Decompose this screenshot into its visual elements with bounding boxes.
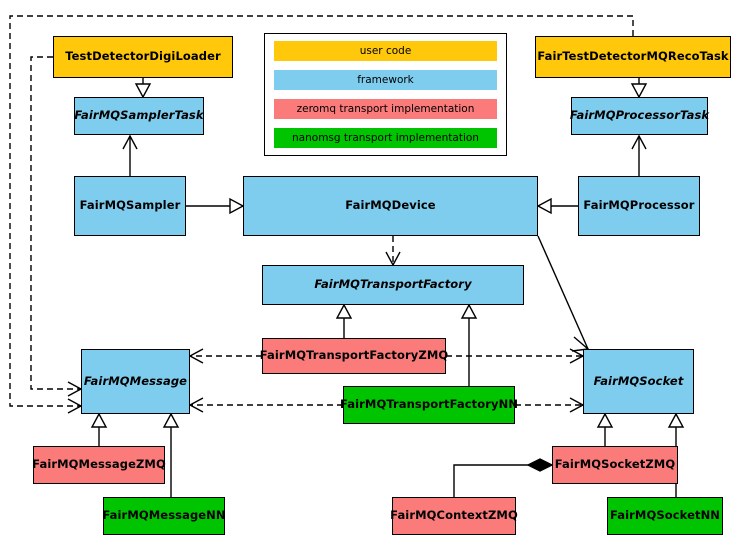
node-fairtestdetectormqrecotask[interactable]: FairTestDetectorMQRecoTask xyxy=(535,36,731,78)
node-fairmqmessagezmq[interactable]: FairMQMessageZMQ xyxy=(32,446,166,484)
node-fairmqsampler[interactable]: FairMQSampler xyxy=(74,176,186,236)
node-fairmqmessagenn[interactable]: FairMQMessageNN xyxy=(102,497,226,535)
edge-transportfactoryzmq-message xyxy=(188,348,262,364)
edge-transportfactoryzmq-socket xyxy=(446,348,585,364)
node-fairmqtransportfactoryzmq[interactable]: FairMQTransportFactoryZMQ xyxy=(260,338,448,374)
edge-contextzmq-socketzmq xyxy=(453,458,554,497)
edge-processor-device xyxy=(536,197,578,215)
legend-item-zeromq: zeromq transport implementation xyxy=(274,99,497,119)
node-fairmqsamplertask[interactable]: FairMQSamplerTask xyxy=(74,97,204,135)
legend-item-nanomsg: nanomsg transport implementation xyxy=(274,128,497,148)
edge-transportfactoryzmq-transportfactory xyxy=(335,303,353,338)
edge-sampler-device xyxy=(186,197,245,215)
edge-messagenn-message xyxy=(162,412,180,497)
legend: user code framework zeromq transport imp… xyxy=(264,33,507,156)
edge-device-socket xyxy=(537,235,590,352)
edge-messagezmq-message xyxy=(90,412,108,446)
edge-transportfactorynn-socket xyxy=(515,397,585,413)
node-fairmqprocessortask[interactable]: FairMQProcessorTask xyxy=(570,97,709,135)
node-fairmqsocket[interactable]: FairMQSocket xyxy=(583,349,694,414)
edge-transportfactorynn-transportfactory xyxy=(460,303,478,386)
node-fairmqdevice[interactable]: FairMQDevice xyxy=(243,176,538,236)
node-fairmqtransportfactory[interactable]: FairMQTransportFactory xyxy=(262,265,524,305)
edge-processor-processortask xyxy=(631,134,647,176)
edge-socketzmq-socket xyxy=(596,412,614,446)
node-fairmqprocessor[interactable]: FairMQProcessor xyxy=(578,176,700,236)
legend-item-framework: framework xyxy=(274,70,497,90)
edge-recotask-processortask xyxy=(630,78,648,99)
node-fairmqmessage[interactable]: FairMQMessage xyxy=(81,349,190,414)
edge-device-transportfactory xyxy=(385,236,401,267)
edge-sampler-samplertask xyxy=(122,134,138,176)
edge-digiloader-samplertask xyxy=(134,78,152,99)
node-testdetectordigiloader[interactable]: TestDetectorDigiLoader xyxy=(53,36,233,78)
node-fairmqsocketzmq[interactable]: FairMQSocketZMQ xyxy=(552,446,678,484)
node-fairmqtransportfactorynn[interactable]: FairMQTransportFactoryNN xyxy=(340,386,518,424)
node-fairmqsocketnn[interactable]: FairMQSocketNN xyxy=(607,497,723,535)
edge-transportfactorynn-message xyxy=(188,397,343,413)
node-fairmqcontextzmq[interactable]: FairMQContextZMQ xyxy=(390,497,518,535)
legend-item-user-code: user code xyxy=(274,41,497,61)
